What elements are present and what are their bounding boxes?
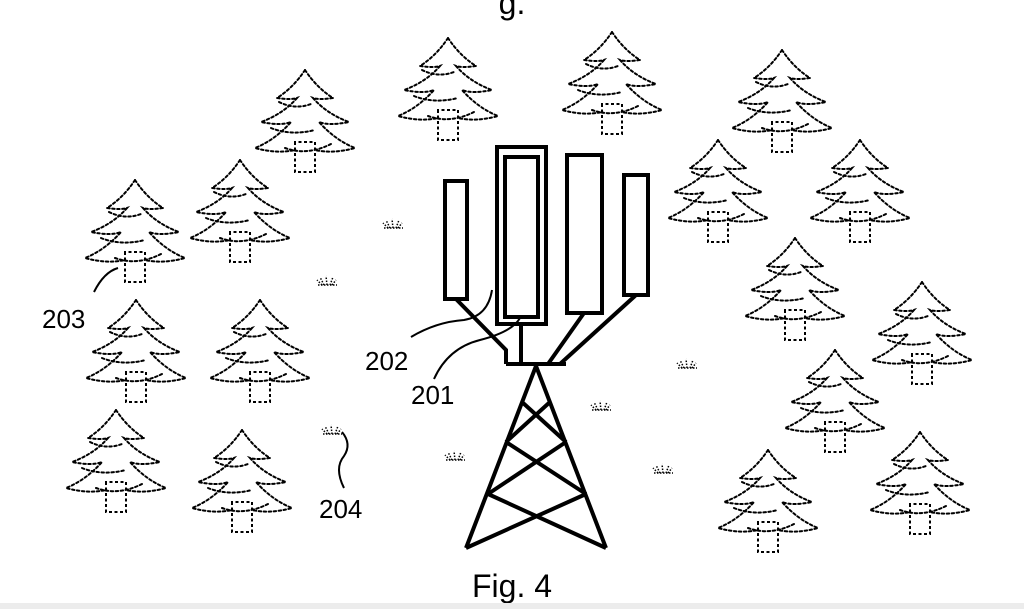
grass-icon — [321, 424, 343, 435]
cut-off-heading: g. — [499, 0, 526, 21]
tree-icon — [744, 237, 846, 341]
grass-icon — [590, 400, 612, 411]
grass-icon — [444, 450, 466, 461]
grass-icon — [382, 218, 404, 229]
leader-202 — [410, 289, 493, 338]
tree-icon — [191, 429, 293, 533]
grass-icon — [676, 358, 698, 369]
cell-tower — [443, 145, 650, 550]
tree-icon — [209, 299, 311, 403]
tree-icon — [667, 139, 769, 243]
feed-line — [546, 311, 586, 366]
tree-icon — [397, 37, 499, 141]
bottom-edge-shadow — [0, 603, 1024, 609]
tree-icon — [85, 299, 187, 403]
tree-icon — [254, 69, 356, 173]
label-203: 203 — [42, 304, 85, 334]
tower-legs — [464, 365, 608, 549]
leader-201 — [433, 317, 521, 380]
leader-204 — [338, 431, 349, 489]
label-204: 204 — [319, 494, 362, 524]
tree-icon — [189, 159, 291, 263]
tree-icon — [84, 179, 186, 283]
antenna-panel — [443, 179, 469, 301]
tree-icon — [717, 449, 819, 553]
tree-icon — [869, 431, 971, 535]
grass-icon — [652, 463, 674, 474]
tree-icon — [871, 281, 973, 385]
tree-icon — [65, 409, 167, 513]
tree-icon — [784, 349, 886, 453]
antenna-element — [503, 155, 540, 319]
antenna-panel — [622, 173, 650, 297]
antenna-panel — [565, 153, 604, 315]
tree-icon — [809, 139, 911, 243]
tower-cross-bracing — [465, 400, 607, 550]
leader-203 — [93, 267, 119, 293]
label-201: 201 — [411, 380, 454, 410]
label-202: 202 — [365, 346, 408, 376]
feed-line — [454, 297, 508, 364]
tree-icon — [561, 31, 663, 135]
tree-icon — [731, 49, 833, 153]
feed-line — [558, 293, 638, 366]
figure-caption: Fig. 4 — [472, 568, 552, 604]
grass-icon — [316, 275, 338, 286]
